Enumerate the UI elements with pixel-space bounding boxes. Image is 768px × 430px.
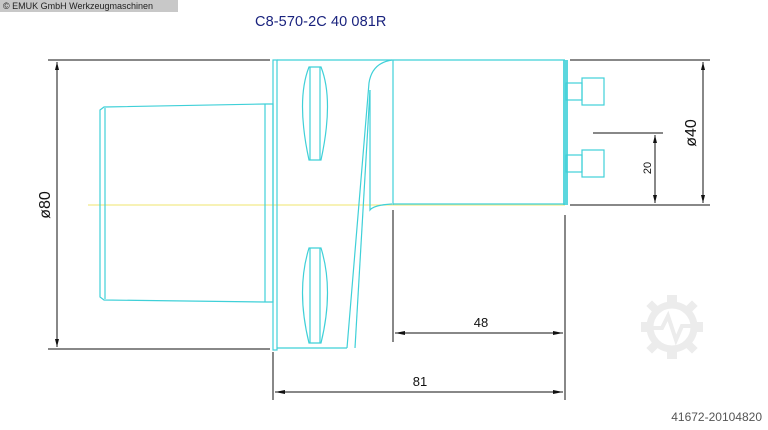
dim-head-length: 48 [474,315,488,330]
dimension-arrows [55,62,705,394]
gear-pulse-icon [646,301,698,353]
dim-shank-diameter: ø40 [683,119,700,147]
gear-teeth [641,295,703,359]
drawing-title: C8-570-2C 40 081R [255,14,387,30]
dimension-lines [48,59,710,400]
tool-outline [99,59,605,351]
hatched-face [563,60,568,205]
dim-overall-diameter: ø80 [37,191,54,219]
dim-offset: 20 [642,162,654,174]
listing-id: 41672-20104820 [671,410,762,424]
copyright-credit: © EMUK GmbH Werkzeugmaschinen [0,0,178,12]
dim-total-length: 81 [413,374,427,389]
